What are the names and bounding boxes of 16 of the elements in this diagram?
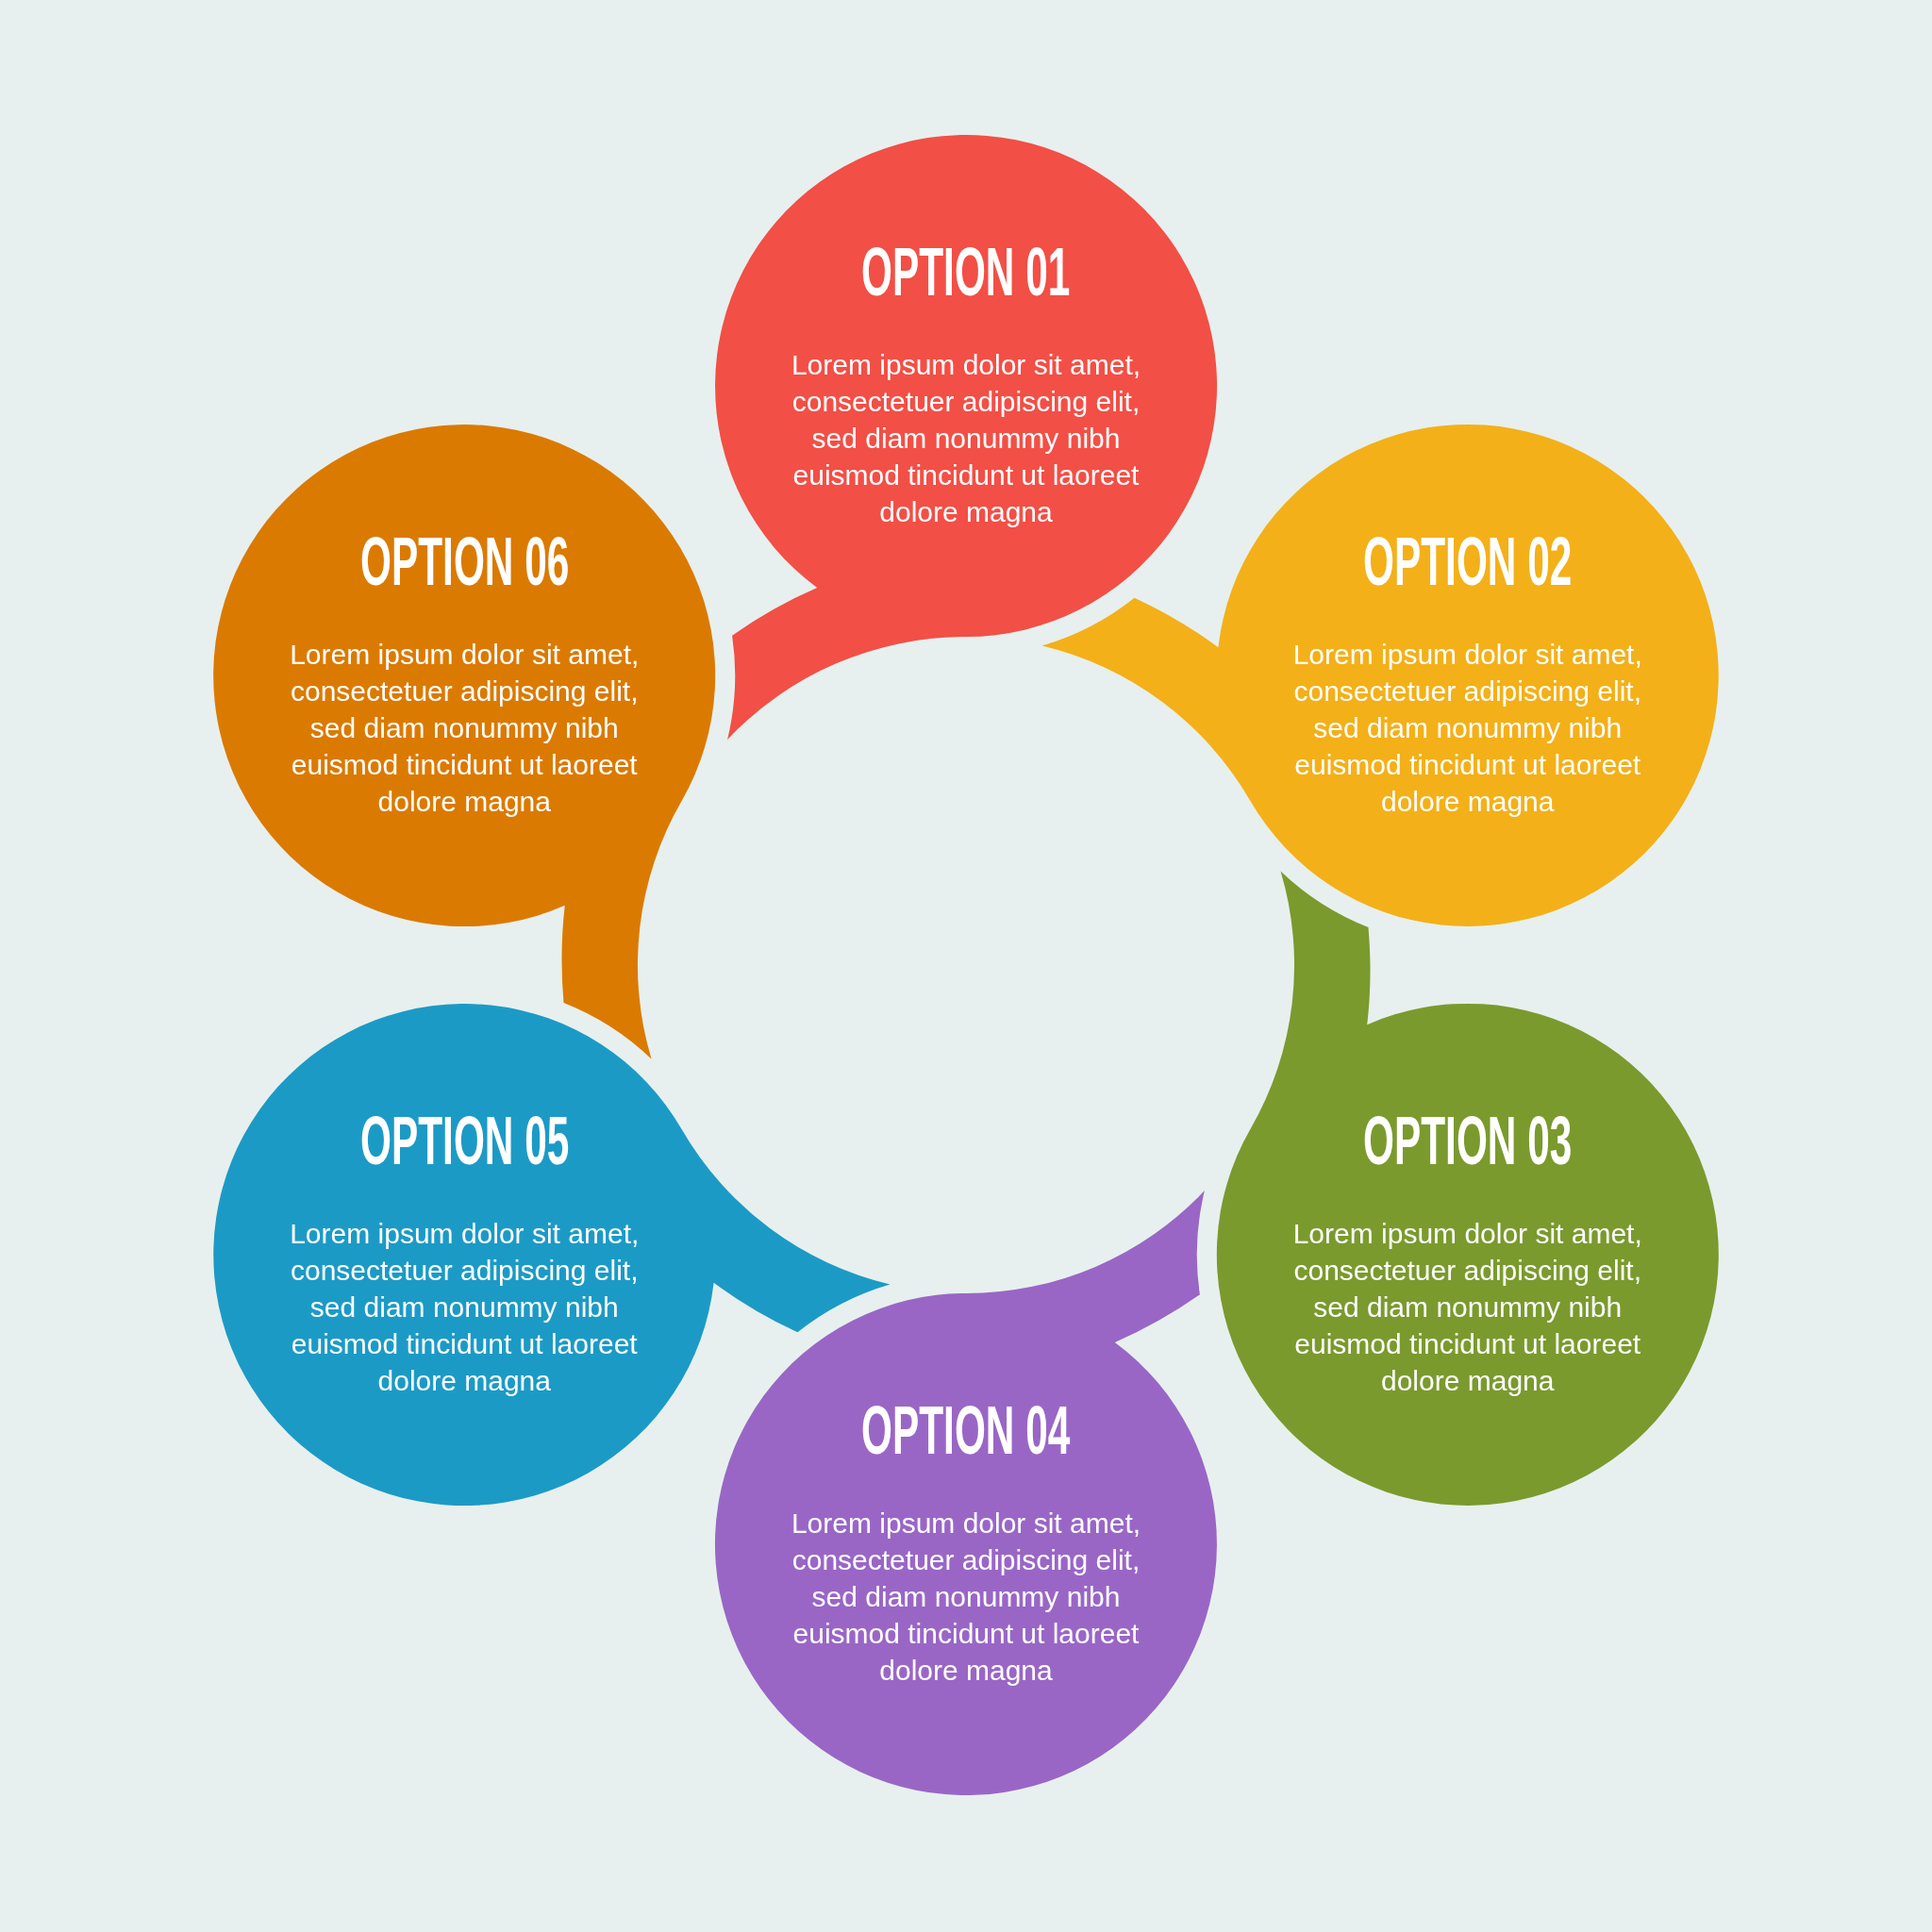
speech-bubble xyxy=(1216,871,1719,1506)
option-description: Lorem ipsum dolor sit amet, consectetuer adipiscing elit, sed diam nonummy nibh euismod tincidunt ut laoreet dolore magna xyxy=(790,1507,1142,1688)
option-description: Lorem ipsum dolor sit amet, consectetuer adipiscing elit, sed diam nonummy nibh euismod tincidunt ut laoreet dolore magna xyxy=(790,348,1142,529)
option-title: OPTION 02 xyxy=(1363,526,1573,595)
option-title: OPTION 06 xyxy=(359,526,569,595)
option-title: OPTION 01 xyxy=(861,237,1071,306)
option-description: Lorem ipsum dolor sit amet, consectetuer adipiscing elit, sed diam nonummy nibh euismod tincidunt ut laoreet dolore magna xyxy=(1291,1217,1643,1398)
option-title: OPTION 04 xyxy=(861,1395,1071,1464)
option-description: Lorem ipsum dolor sit amet, consectetuer adipiscing elit, sed diam nonummy nibh euismod tincidunt ut laoreet dolore magna xyxy=(289,1217,641,1398)
option-description: Lorem ipsum dolor sit amet, consectetuer adipiscing elit, sed diam nonummy nibh euismod tincidunt ut laoreet dolore magna xyxy=(1291,638,1643,819)
speech-bubble xyxy=(213,425,716,1059)
option-description: Lorem ipsum dolor sit amet, consectetuer adipiscing elit, sed diam nonummy nibh euismod tincidunt ut laoreet dolore magna xyxy=(289,638,641,819)
speech-bubble xyxy=(715,1191,1217,1795)
option-title: OPTION 05 xyxy=(359,1106,569,1174)
speech-bubble xyxy=(715,135,1217,740)
option-title: OPTION 03 xyxy=(1363,1106,1573,1174)
